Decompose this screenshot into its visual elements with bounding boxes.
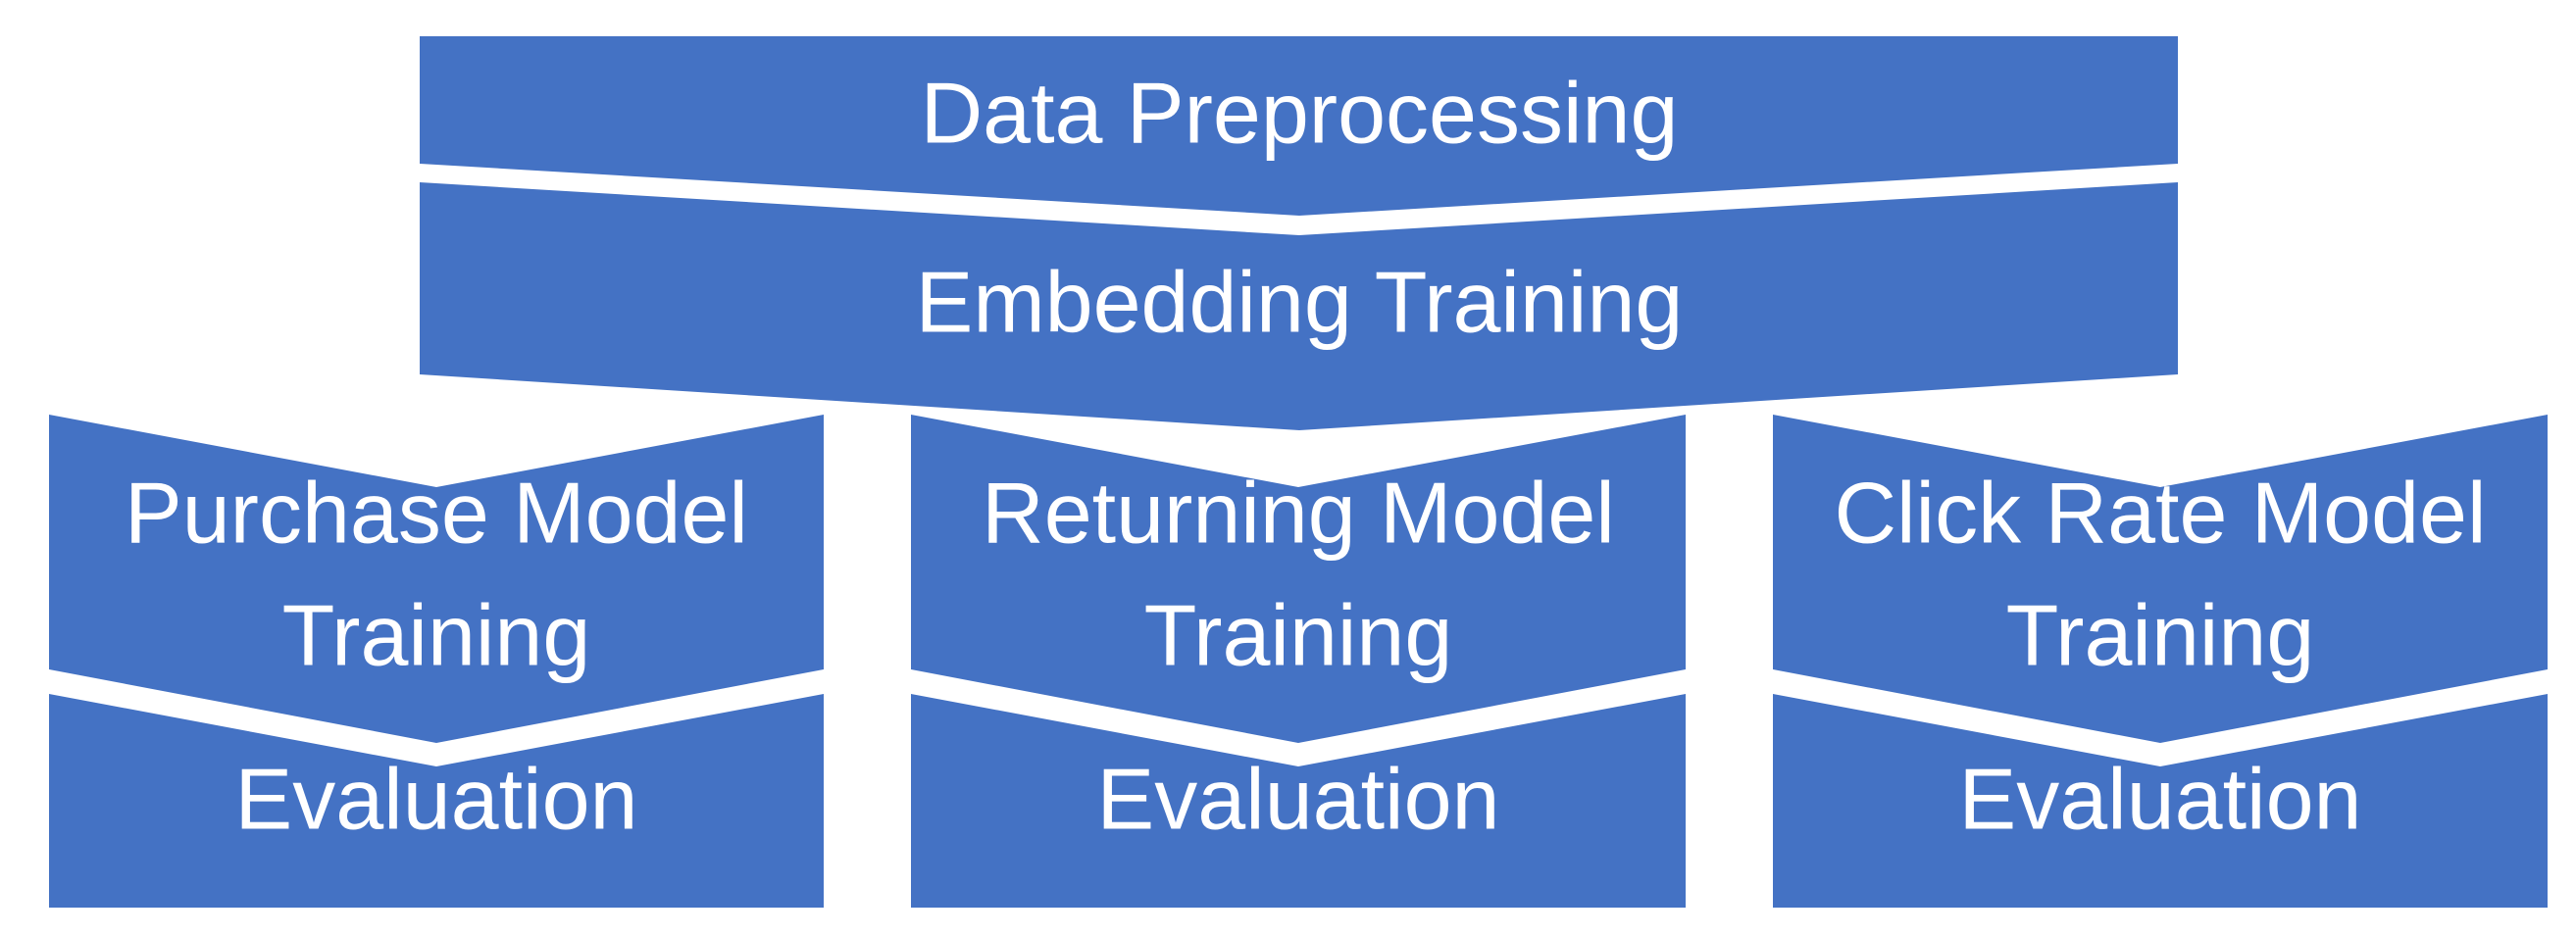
step-click-rate-model-training-shape bbox=[1773, 415, 2548, 743]
step-click-rate-evaluation-shape bbox=[1773, 694, 2548, 908]
step-data-preprocessing-shape bbox=[420, 36, 2178, 216]
branch-click-rate: Click Rate Model Training Evaluation bbox=[1773, 415, 2548, 908]
step-purchase-model-training-shape bbox=[49, 415, 824, 743]
step-data-preprocessing-label: Data Preprocessing bbox=[921, 64, 1679, 161]
click-rate-evaluation-label: Evaluation bbox=[1959, 750, 2362, 847]
returning-model-label-line1: Returning Model bbox=[982, 464, 1615, 561]
purchase-model-label-line2: Training bbox=[282, 586, 591, 683]
step-data-preprocessing: Data Preprocessing bbox=[420, 36, 2178, 216]
step-purchase-evaluation-shape bbox=[49, 694, 824, 908]
step-embedding-training-label: Embedding Training bbox=[916, 253, 1684, 350]
step-embedding-training: Embedding Training bbox=[420, 182, 2178, 430]
click-rate-model-label-line2: Training bbox=[2006, 586, 2315, 683]
returning-model-label-line2: Training bbox=[1144, 586, 1453, 683]
branch-purchase: Purchase Model Training Evaluation bbox=[49, 415, 824, 908]
step-embedding-training-shape bbox=[420, 182, 2178, 430]
click-rate-model-label-line1: Click Rate Model bbox=[1834, 464, 2486, 561]
step-returning-evaluation-shape bbox=[911, 694, 1686, 908]
purchase-model-label-line1: Purchase Model bbox=[125, 464, 748, 561]
branch-returning: Returning Model Training Evaluation bbox=[911, 415, 1686, 908]
returning-evaluation-label: Evaluation bbox=[1097, 750, 1500, 847]
step-returning-model-training-shape bbox=[911, 415, 1686, 743]
purchase-evaluation-label: Evaluation bbox=[235, 750, 638, 847]
